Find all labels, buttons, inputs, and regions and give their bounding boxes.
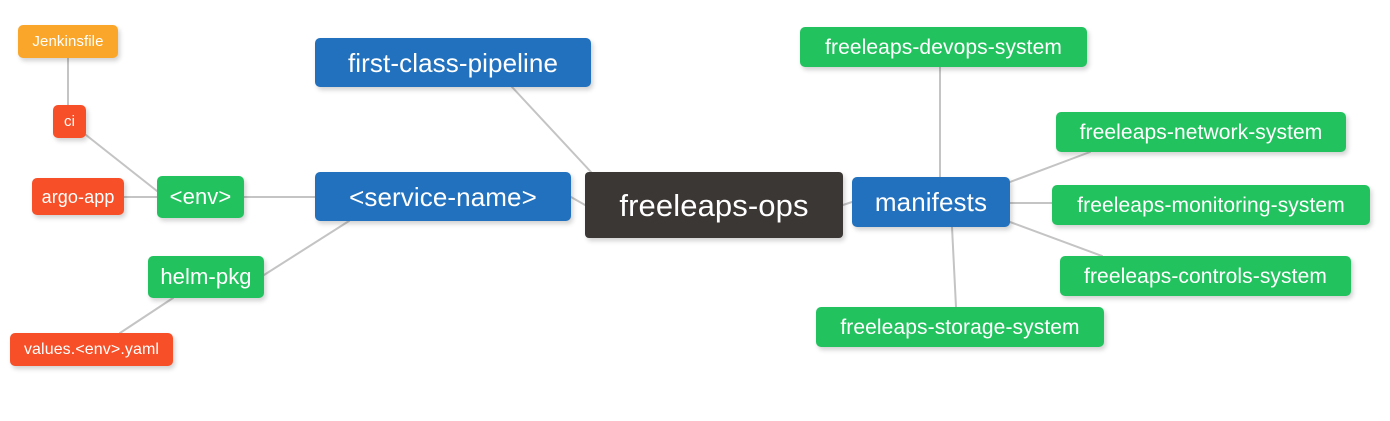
mindmap-node-helmpkg[interactable]: helm-pkg	[148, 256, 264, 298]
mindmap-node-manifests[interactable]: manifests	[852, 177, 1010, 227]
mindmap-node-storage[interactable]: freeleaps-storage-system	[816, 307, 1104, 347]
edge-root-to-manifests	[842, 201, 853, 206]
edge-root-to-pipeline	[511, 86, 592, 173]
edge-helmpkg-to-values	[119, 297, 174, 334]
mindmap-node-env[interactable]: <env>	[157, 176, 244, 218]
edge-root-to-service	[570, 196, 586, 206]
mindmap-node-devops[interactable]: freeleaps-devops-system	[800, 27, 1087, 67]
mindmap-node-service[interactable]: <service-name>	[315, 172, 571, 221]
mindmap-node-network[interactable]: freeleaps-network-system	[1056, 112, 1346, 152]
mindmap-node-values[interactable]: values.<env>.yaml	[10, 333, 173, 366]
edge-service-to-helmpkg	[263, 220, 350, 276]
mindmap-node-root[interactable]: freeleaps-ops	[585, 172, 843, 238]
mindmap-node-monitoring[interactable]: freeleaps-monitoring-system	[1052, 185, 1370, 225]
edge-manifests-to-network	[1009, 151, 1091, 183]
mindmap-node-ci[interactable]: ci	[53, 105, 86, 138]
mindmap-node-jenkinsfile[interactable]: Jenkinsfile	[18, 25, 118, 58]
edge-manifests-to-storage	[951, 226, 957, 308]
mindmap-node-pipeline[interactable]: first-class-pipeline	[315, 38, 591, 87]
edge-manifests-to-controls	[1009, 221, 1103, 257]
mindmap-node-controls[interactable]: freeleaps-controls-system	[1060, 256, 1351, 296]
mindmap-node-argoapp[interactable]: argo-app	[32, 178, 124, 215]
